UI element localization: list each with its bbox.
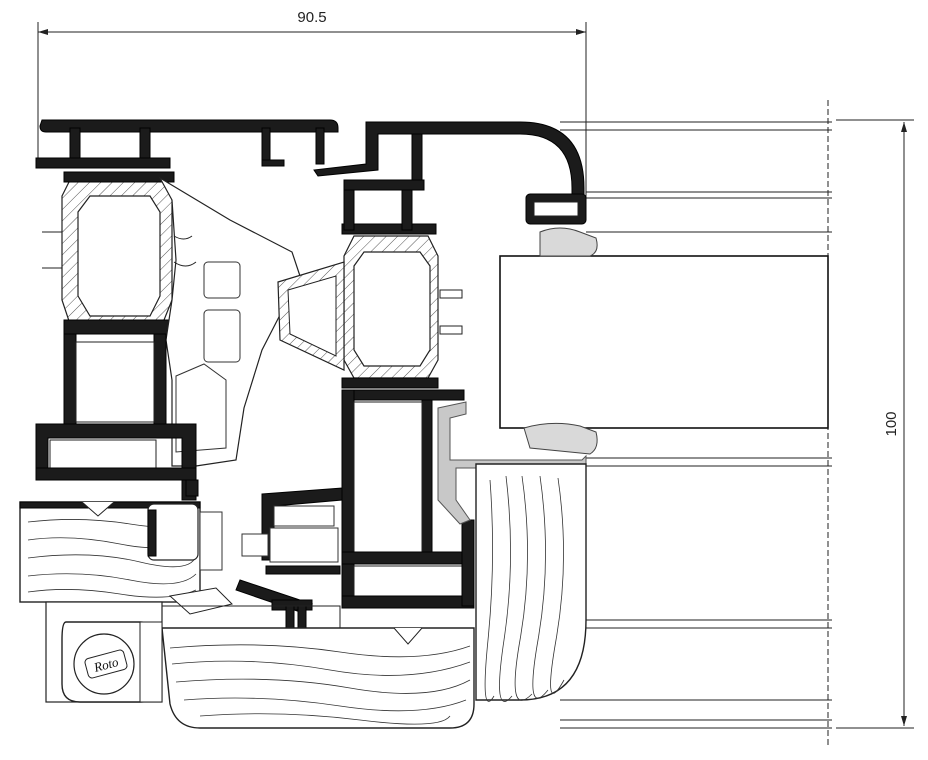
- frame-thermal-break: [61, 171, 185, 335]
- top-glazing-gasket: [525, 193, 598, 257]
- sash-lower-chamber: [341, 389, 475, 609]
- roto-logo: Roto: [84, 649, 128, 679]
- glazing-lines: [560, 100, 832, 745]
- hardware-zone: [147, 487, 343, 629]
- frame-lower-chamber: [35, 333, 199, 501]
- timber-right-block: [475, 463, 587, 702]
- width-dimension: 90.5: [37, 9, 587, 200]
- height-dimension: 100: [836, 119, 914, 729]
- timber-bottom-block: [161, 627, 475, 729]
- roto-logo-text: Roto: [91, 654, 120, 675]
- width-dimension-label: 90.5: [297, 9, 326, 26]
- frame-top-profile: [35, 119, 339, 169]
- sash-thermal-break: [277, 235, 439, 389]
- sash-top-profile: [313, 121, 585, 235]
- frame-fixings: [42, 231, 463, 335]
- hinge-cover: Roto: [45, 601, 163, 703]
- glass-pane: [499, 255, 829, 429]
- height-dimension-label: 100: [883, 411, 900, 436]
